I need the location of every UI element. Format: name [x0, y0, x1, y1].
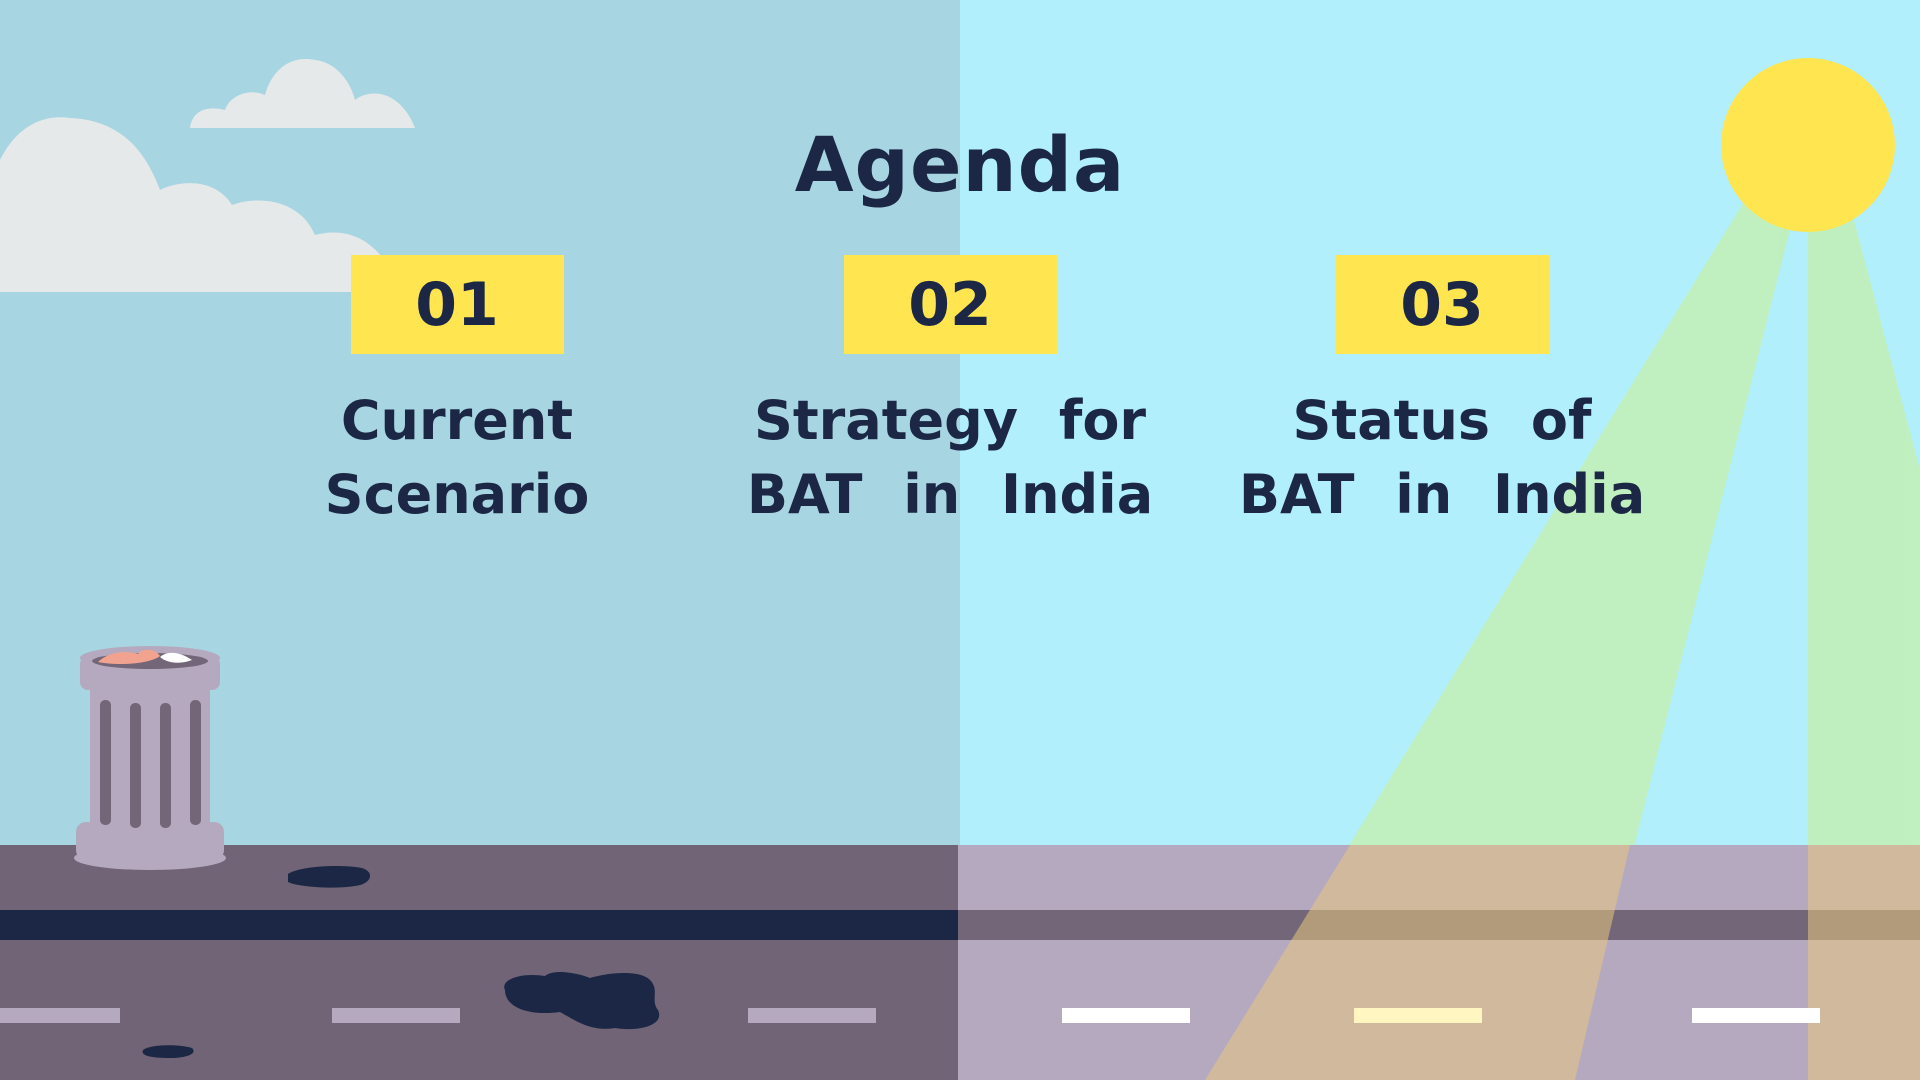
agenda-item-label: Strategy for BAT in India	[740, 384, 1160, 532]
sun-icon	[1721, 58, 1895, 232]
agenda-label-line1: Strategy for	[753, 389, 1147, 452]
agenda-item-1: 01 Current Scenario	[247, 255, 667, 532]
agenda-number-badge: 03	[1335, 255, 1549, 354]
trash-bin-icon	[74, 646, 226, 870]
road-left	[0, 845, 958, 1080]
agenda-label-line2: Scenario	[324, 463, 590, 526]
agenda-item-3: 03 Status of BAT in India	[1232, 255, 1652, 532]
agenda-number-badge: 01	[350, 255, 564, 354]
cloud-icon	[0, 117, 400, 292]
agenda-label-line1: Status of	[1292, 389, 1592, 452]
agenda-number-badge: 02	[843, 255, 1057, 354]
page-title: Agenda	[794, 120, 1126, 209]
lane-dashes	[0, 1008, 1820, 1023]
agenda-label-line1: Current	[340, 389, 574, 452]
agenda-item-label: Current Scenario	[247, 384, 667, 532]
agenda-label-line2: BAT in India	[1238, 463, 1646, 526]
road-beam-overlay	[1205, 845, 1920, 1080]
road-stripe-left	[0, 910, 958, 940]
puddles	[142, 866, 660, 1058]
agenda-item-label: Status of BAT in India	[1232, 384, 1652, 532]
agenda-label-line2: BAT in India	[746, 463, 1154, 526]
agenda-item-2: 02 Strategy for BAT in India	[740, 255, 1160, 532]
cloud-icon	[190, 59, 415, 128]
